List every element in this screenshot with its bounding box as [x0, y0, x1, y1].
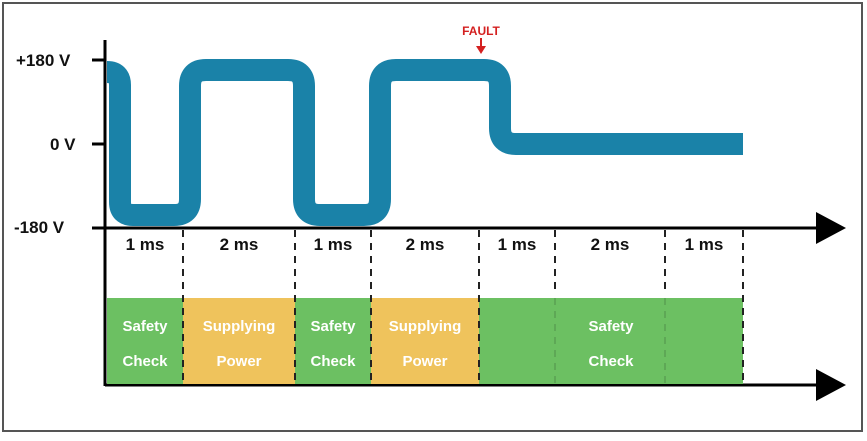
fault-label: FAULT [462, 24, 500, 38]
phase-label-line1: Supplying [389, 318, 462, 335]
y-label-minus-180: -180 V [14, 218, 65, 237]
time-axis-bottom-arrow-icon [816, 369, 846, 401]
phase-label-line2: Check [310, 353, 356, 370]
duration-label: 1 ms [685, 235, 724, 254]
fault-arrow-icon [476, 46, 486, 54]
phase-box-supply-2 [371, 298, 479, 384]
time-axis-top-arrow-icon [816, 212, 846, 244]
dividers-faint [554, 298, 666, 384]
y-label-plus-180: +180 V [16, 51, 71, 70]
phase-bar [107, 298, 743, 384]
phase-box-safety-1 [107, 298, 183, 384]
phase-label-line2: Power [402, 353, 447, 370]
phase-label-line1: Safety [588, 318, 634, 335]
duration-label: 1 ms [498, 235, 537, 254]
duration-label: 1 ms [314, 235, 353, 254]
phase-label-line1: Safety [122, 318, 168, 335]
phase-label-line1: Supplying [203, 318, 276, 335]
phase-label-line1: Safety [310, 318, 356, 335]
dividers-top-only [554, 230, 666, 290]
duration-label: 2 ms [406, 235, 445, 254]
duration-label: 1 ms [126, 235, 165, 254]
voltage-waveform [106, 59, 743, 226]
duration-label: 2 ms [591, 235, 630, 254]
phase-box-supply-1 [183, 298, 295, 384]
phase-box-safety-3 [479, 298, 743, 384]
duration-label: 2 ms [220, 235, 259, 254]
phase-label-line2: Check [122, 353, 168, 370]
y-label-zero: 0 V [50, 135, 76, 154]
phase-label-line2: Check [588, 353, 634, 370]
phase-box-safety-2 [295, 298, 371, 384]
phase-label-line2: Power [216, 353, 261, 370]
